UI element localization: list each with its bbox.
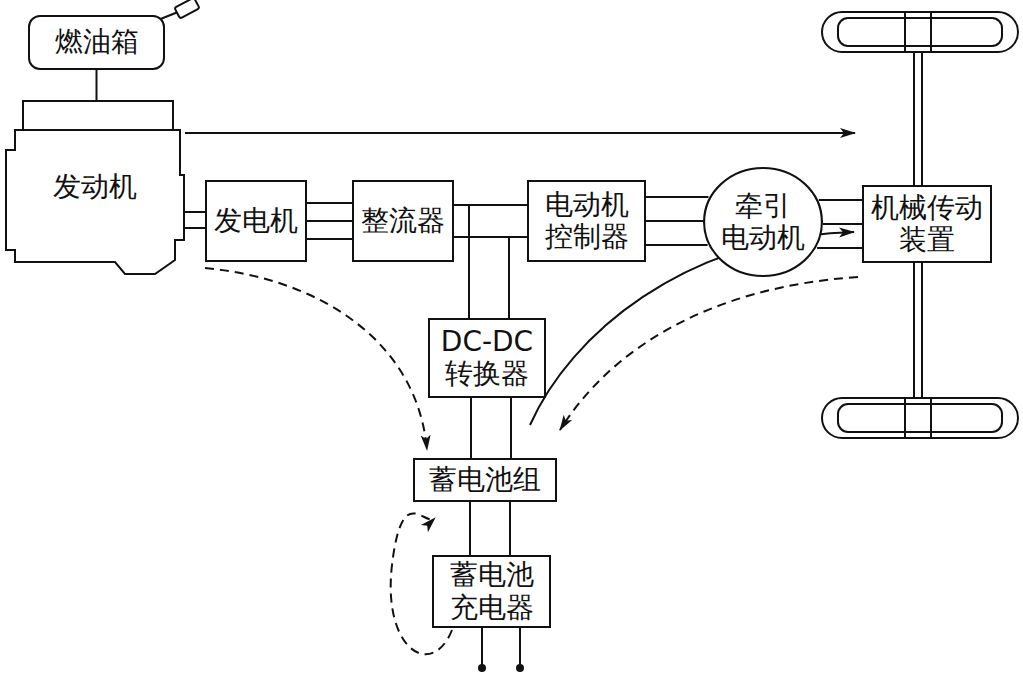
connector <box>205 268 427 450</box>
connector <box>646 197 708 245</box>
wheel-hub <box>904 398 906 438</box>
transmission-box: 机械传动 装置 <box>862 185 992 263</box>
connector-line <box>307 238 352 240</box>
node-label: 燃油箱 <box>51 26 143 58</box>
terminal-wire <box>519 622 521 665</box>
connector <box>185 212 205 228</box>
terminal <box>478 664 486 672</box>
node-label: 机械传动 装置 <box>864 192 990 256</box>
connector-line <box>646 244 708 246</box>
controller-box: 电动机 控制器 <box>527 180 646 262</box>
wheel-rim <box>838 18 1002 46</box>
converter-box: DC-DC 转换器 <box>428 318 546 398</box>
connector-line <box>185 211 205 213</box>
connector <box>307 203 352 239</box>
connector <box>470 502 510 555</box>
connector-line <box>819 199 862 201</box>
connector-line <box>646 196 708 198</box>
connector-line <box>454 205 469 318</box>
connector <box>185 132 855 134</box>
motor-circle: 牵引 电动机 <box>703 167 823 277</box>
connector-line <box>509 502 511 555</box>
wheel-hub <box>930 12 932 52</box>
connector-line <box>307 202 352 204</box>
rectifier-box: 整流器 <box>352 180 454 262</box>
battery-box: 蓄电池组 <box>413 458 557 502</box>
wheel-hub <box>930 398 932 438</box>
connector <box>560 277 858 430</box>
node-label: 整流器 <box>357 205 449 237</box>
connector-line <box>454 237 509 318</box>
connector-line <box>96 70 98 100</box>
connector <box>454 205 527 237</box>
wheel-hub <box>904 12 906 52</box>
node-label: 蓄电池组 <box>425 464 545 496</box>
generator-box: 发电机 <box>205 180 307 262</box>
node-label: 电动机 控制器 <box>529 189 644 253</box>
fuel-tank: 燃油箱 <box>28 15 165 70</box>
terminal <box>516 664 524 672</box>
connector-line <box>646 220 703 222</box>
connector-line <box>469 502 471 555</box>
connector-line <box>307 220 352 222</box>
wheel-rim <box>838 404 1002 432</box>
node-label: 发电机 <box>210 205 302 237</box>
node-label: 发动机 <box>49 171 141 203</box>
wheel <box>822 398 1018 438</box>
connector-line <box>823 223 862 225</box>
illustration <box>158 0 1018 665</box>
connector-line <box>817 247 862 249</box>
engine-shape <box>6 101 184 274</box>
connector-line <box>205 268 427 450</box>
connector-line <box>560 277 858 430</box>
connector <box>454 205 509 318</box>
connectors <box>97 70 863 654</box>
connector <box>96 70 98 100</box>
connector <box>817 200 862 248</box>
node-label: DC-DC 转换器 <box>430 326 544 390</box>
engine: 发动机 <box>5 100 185 275</box>
connector-line <box>510 398 512 458</box>
node-label: 蓄电池 充电器 <box>434 559 549 623</box>
charger-box: 蓄电池 充电器 <box>432 555 551 628</box>
wheel <box>822 12 1018 52</box>
connector-line <box>185 227 205 229</box>
connector-line <box>470 398 472 458</box>
connector <box>471 398 511 458</box>
node-label: 牵引 电动机 <box>703 190 823 254</box>
filler-cap <box>174 0 199 18</box>
connector-line <box>185 132 855 134</box>
terminal-wire <box>481 622 483 665</box>
